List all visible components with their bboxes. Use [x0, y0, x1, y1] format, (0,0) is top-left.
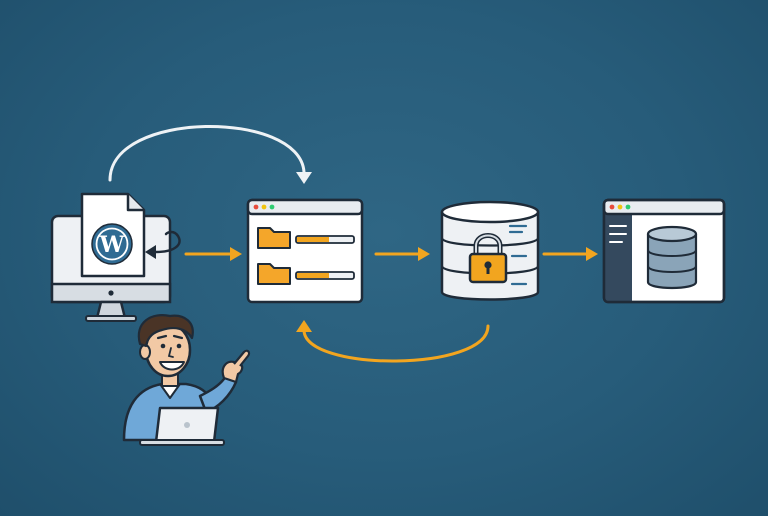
- laptop-icon: [139, 406, 225, 446]
- head: [137, 314, 194, 378]
- developer-figure-icon: [122, 314, 251, 446]
- edge-curved-bottom-arrowhead: [296, 320, 312, 332]
- edge-curved-top-arrow: [108, 125, 306, 182]
- edge-database-to-admin: [542, 247, 598, 261]
- folder-icon: [257, 263, 355, 285]
- hair: [137, 314, 194, 348]
- database-stack-icon: [646, 225, 698, 290]
- padlock-icon: [468, 233, 508, 284]
- wordpress-logo-icon: W: [91, 223, 133, 265]
- edge-filemanager-to-database: [374, 247, 430, 261]
- file-manager-node: [246, 198, 364, 304]
- wordpress-file-icon: W: [80, 192, 146, 278]
- pointing-hand: [221, 349, 251, 384]
- edge-curved-top-arrowhead: [296, 172, 312, 184]
- database-admin-node: [602, 198, 726, 304]
- secure-database-node: [440, 200, 540, 301]
- return-arrow-icon: [145, 230, 181, 259]
- folder-icon: [257, 227, 355, 249]
- wordpress-site-node: W: [50, 192, 181, 322]
- connector-arrows: [108, 125, 598, 363]
- browser-window-icon: [246, 198, 364, 304]
- edge-site-to-filemanager: [184, 247, 242, 261]
- wordpress-logo-letter: W: [99, 232, 125, 258]
- database-icon: [440, 200, 540, 301]
- raised-arm: [198, 374, 238, 414]
- edge-curved-bottom-arrow: [302, 324, 490, 363]
